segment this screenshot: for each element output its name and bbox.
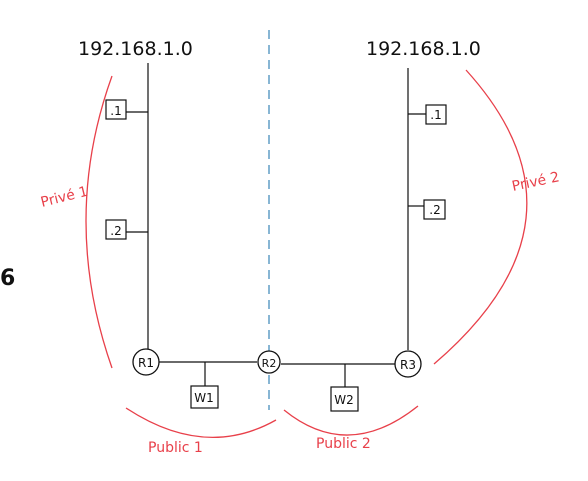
host-right-1: .1 (408, 104, 447, 125)
workstation-w2: W2 (330, 364, 359, 412)
host-right-2: .2 (408, 199, 446, 220)
host-left-2: .2 (105, 219, 148, 240)
public-right-arc (283, 405, 419, 436)
zone-label-public-1: Public 1 (148, 440, 203, 456)
private-right-arc (433, 69, 528, 365)
svg-text:.2: .2 (429, 203, 440, 217)
svg-text:W1: W1 (194, 391, 214, 405)
svg-text:.1: .1 (430, 108, 441, 122)
svg-text:.1: .1 (110, 104, 121, 118)
host-left-1: .1 (105, 99, 148, 120)
zone-label-public-2: Public 2 (316, 436, 371, 452)
router-r3: R3 (394, 350, 422, 378)
svg-text:W2: W2 (334, 393, 354, 407)
svg-text:R3: R3 (400, 358, 416, 372)
edge-mark: 6 (0, 266, 15, 291)
public-left-arc (125, 407, 277, 438)
svg-text:.2: .2 (110, 224, 121, 238)
network-address-left: 192.168.1.0 (78, 38, 193, 60)
svg-text:R1: R1 (138, 356, 154, 370)
svg-text:R2: R2 (262, 357, 277, 370)
private-left-arc (85, 75, 113, 369)
zone-label-private-1: Privé 1 (39, 184, 90, 211)
zone-label-private-2: Privé 2 (511, 169, 561, 195)
router-r1: R1 (132, 348, 160, 376)
workstation-w1: W1 (190, 362, 219, 409)
network-address-right: 192.168.1.0 (366, 38, 481, 60)
router-r2: R2 (257, 350, 281, 374)
